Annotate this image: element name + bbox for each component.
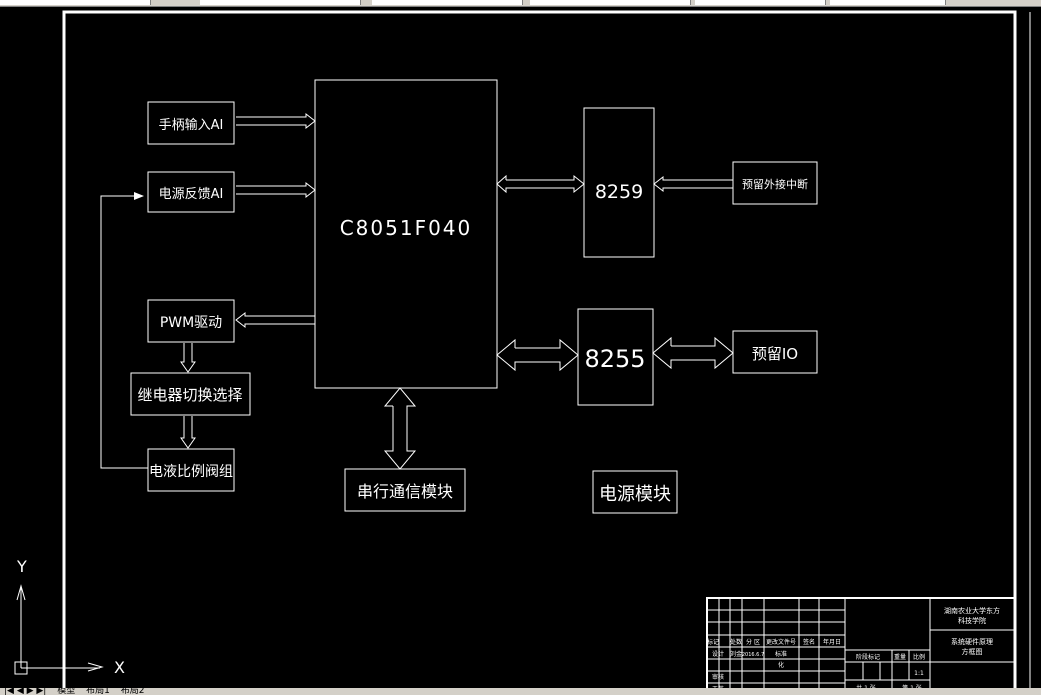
toolbar-segment[interactable] <box>830 0 946 5</box>
r-date: 2016.6.7 <box>742 652 764 658</box>
r-weight: 重量 <box>894 653 906 661</box>
arrow-mcu-to-pwm <box>235 311 315 329</box>
ucs-y-label: Y <box>16 557 27 576</box>
school-name-1: 湖南农业大学东方 <box>944 606 1000 615</box>
power-module-label: 电源模块 <box>599 484 671 505</box>
arrow-handle-to-mcu <box>236 112 316 130</box>
r-design: 设计 <box>712 650 724 658</box>
drawing-frame <box>62 10 1017 694</box>
h-docno: 更改文件号 <box>766 638 796 646</box>
relay-switch-label: 继电器切换选择 <box>137 386 242 404</box>
arrow-interrupt-to-8259 <box>653 175 733 193</box>
mcu-block: C8051F040 <box>314 79 498 389</box>
toolbar-segment[interactable] <box>372 0 523 5</box>
r-scale: 比例 <box>913 653 925 661</box>
r-designer: 刘金 <box>730 650 742 658</box>
drawing-title-2: 方框图 <box>962 647 983 656</box>
serial-module-label: 串行通信模块 <box>357 482 453 501</box>
r-std: 标准 <box>775 650 787 658</box>
reserved-io-label: 预留IO <box>752 345 798 363</box>
h-zone: 分 区 <box>746 638 760 646</box>
r-review: 审核 <box>712 673 724 681</box>
r-scale-val: 1:1 <box>914 670 924 677</box>
arrow-mcu-serial <box>383 387 417 470</box>
pwm-drive-label: PWM驱动 <box>160 315 222 331</box>
reserved-interrupt-label: 预留外接中断 <box>742 177 808 191</box>
toolbar-strip <box>0 0 1041 7</box>
pwm-drive-block: PWM驱动 <box>147 299 235 343</box>
toolbar-segment[interactable] <box>530 0 691 5</box>
ucs-icon <box>14 584 104 675</box>
tab-layout1[interactable]: 布局1 <box>86 688 110 695</box>
reserved-io-block: 预留IO <box>732 330 818 374</box>
r-std2: 化 <box>778 661 784 669</box>
h-count: 处数 <box>730 638 742 646</box>
arrow-8255-reserved-io <box>652 336 734 370</box>
mcu-label: C8051F040 <box>340 216 473 240</box>
prop-valve-block: 电液比例阀组 <box>147 448 235 492</box>
chip-8259-label: 8259 <box>595 181 643 203</box>
tab-model[interactable]: 模型 <box>57 688 76 695</box>
prop-valve-label: 电液比例阀组 <box>149 464 233 480</box>
h-date: 年月日 <box>823 638 841 646</box>
r-stage: 阶段标记 <box>856 653 880 661</box>
serial-module-block: 串行通信模块 <box>344 468 466 512</box>
layout-tab-bar: |◀ ◀ ▶ ▶| 模型 布局1 布局2 <box>0 688 1041 695</box>
toolbar-segment[interactable] <box>0 0 151 5</box>
arrow-mcu-8259 <box>496 174 585 194</box>
tab-nav-arrows[interactable]: |◀ ◀ ▶ ▶| <box>4 688 47 695</box>
arrow-pwm-to-relay <box>180 343 196 373</box>
handle-input-block: 手柄输入AI <box>147 101 235 145</box>
reserved-interrupt-block: 预留外接中断 <box>732 161 818 205</box>
school-name-2: 科技学院 <box>958 616 986 625</box>
toolbar-segment[interactable] <box>695 0 826 5</box>
h-sign: 签名 <box>803 638 815 646</box>
arrow-mcu-8255 <box>496 338 579 372</box>
tab-layout2[interactable]: 布局2 <box>120 688 145 695</box>
chip-8259-block: 8259 <box>583 107 655 258</box>
power-feedback-block: 电源反馈AI <box>147 171 235 213</box>
power-module-block: 电源模块 <box>592 470 678 514</box>
relay-switch-block: 继电器切换选择 <box>130 372 251 416</box>
arrow-feedback-to-mcu <box>236 181 316 199</box>
arrow-relay-to-valve <box>180 416 196 449</box>
drawing-title-1: 系统硬件原理 <box>951 637 993 646</box>
chip-8255-block: 8255 <box>577 308 654 406</box>
feedback-loop-line <box>100 192 148 469</box>
h-mark: 标记 <box>707 638 719 646</box>
chip-8255-label: 8255 <box>584 345 645 373</box>
ucs-x-label: X <box>114 658 125 677</box>
toolbar-segment[interactable] <box>200 0 361 5</box>
handle-input-label: 手柄输入AI <box>159 117 224 133</box>
power-feedback-label: 电源反馈AI <box>159 187 224 202</box>
